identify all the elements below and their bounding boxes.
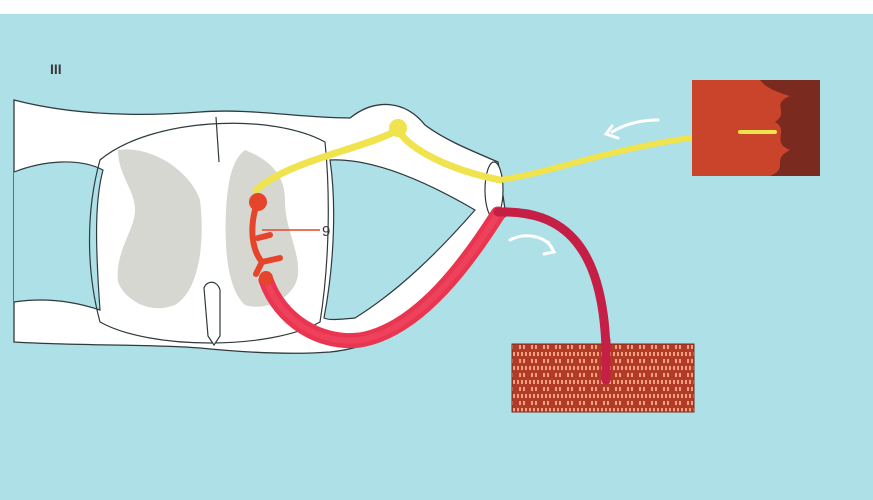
dorsal-root-ganglion: [389, 119, 407, 137]
top-white-border: [0, 0, 873, 14]
skin-receptor-patch: [692, 80, 820, 176]
panel-label: III: [50, 61, 62, 77]
callout-label-9: 9: [322, 223, 330, 240]
muscle-effector-patch: [512, 340, 694, 412]
